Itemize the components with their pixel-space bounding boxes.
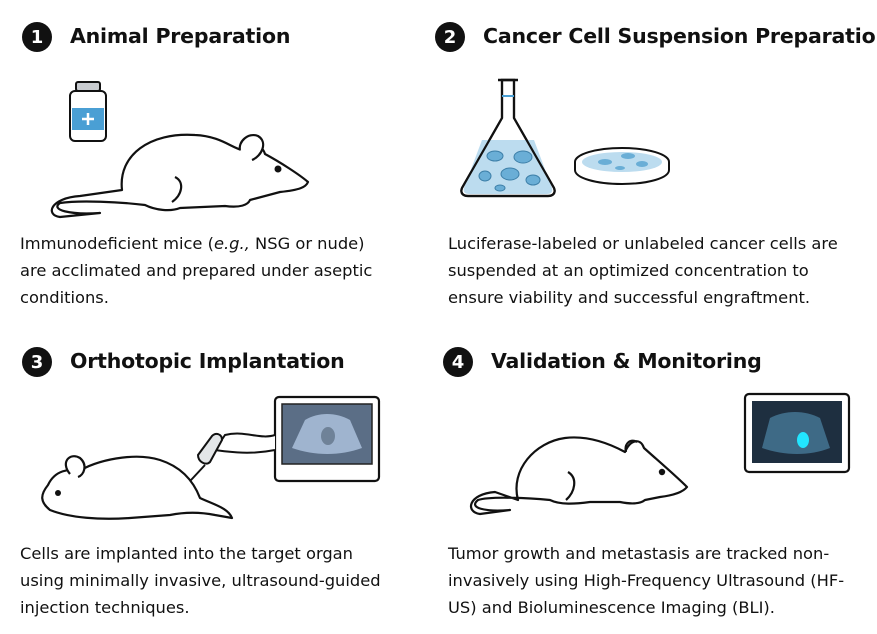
step-3-description: Cells are implanted into the target orga… bbox=[20, 540, 381, 621]
petri-dish-icon bbox=[574, 147, 670, 186]
desc-line: ensure viability and successful engraftm… bbox=[448, 288, 811, 307]
implantation-illustration bbox=[41, 395, 381, 520]
desc-line: invasively using High-Frequency Ultrasou… bbox=[448, 571, 845, 590]
step-2-title: Cancer Cell Suspension Preparation bbox=[483, 24, 877, 48]
step-2-number: 2 bbox=[435, 22, 465, 52]
desc-line: Immunodeficient mice (e.g., NSG or nude) bbox=[20, 230, 372, 257]
step-4-title: Validation & Monitoring bbox=[491, 349, 762, 373]
step-1-title: Animal Preparation bbox=[70, 24, 291, 48]
desc-line: Tumor growth and metastasis are tracked … bbox=[448, 544, 830, 563]
flask-and-dish-illustration bbox=[460, 78, 670, 198]
desc-line: Luciferase-labeled or unlabeled cancer c… bbox=[448, 234, 838, 253]
bli-monitor-icon bbox=[743, 392, 851, 474]
step-1-description: Immunodeficient mice (e.g., NSG or nude)… bbox=[20, 230, 372, 311]
ultrasound-monitor-icon bbox=[273, 395, 381, 483]
flask-icon bbox=[460, 78, 556, 198]
bli-signal bbox=[797, 432, 809, 448]
step-4-number: 4 bbox=[443, 347, 473, 377]
mouse-icon bbox=[469, 436, 689, 516]
vial-icon bbox=[69, 81, 107, 142]
step-1-number: 1 bbox=[22, 22, 52, 52]
desc-line: are acclimated and prepared under asepti… bbox=[20, 261, 373, 280]
text: Immunodeficient mice ( bbox=[20, 234, 214, 253]
desc-line: US) and Bioluminescence Imaging (BLI). bbox=[448, 598, 775, 617]
mouse-icon bbox=[41, 455, 234, 520]
desc-line: using minimally invasive, ultrasound-gui… bbox=[20, 571, 381, 590]
step-2-description: Luciferase-labeled or unlabeled cancer c… bbox=[448, 230, 838, 311]
italic-text: e.g., bbox=[213, 234, 250, 253]
monitoring-illustration bbox=[469, 392, 851, 516]
mouse-and-vial-illustration bbox=[50, 81, 310, 219]
text: NSG or nude) bbox=[249, 234, 365, 253]
step-3-number: 3 bbox=[22, 347, 52, 377]
desc-line: suspended at an optimized concentration … bbox=[448, 261, 809, 280]
desc-line: Cells are implanted into the target orga… bbox=[20, 544, 353, 563]
mouse-icon bbox=[50, 133, 310, 219]
desc-line: injection techniques. bbox=[20, 598, 190, 617]
step-4-description: Tumor growth and metastasis are tracked … bbox=[448, 540, 844, 621]
desc-line: conditions. bbox=[20, 288, 109, 307]
step-3-title: Orthotopic Implantation bbox=[70, 349, 345, 373]
